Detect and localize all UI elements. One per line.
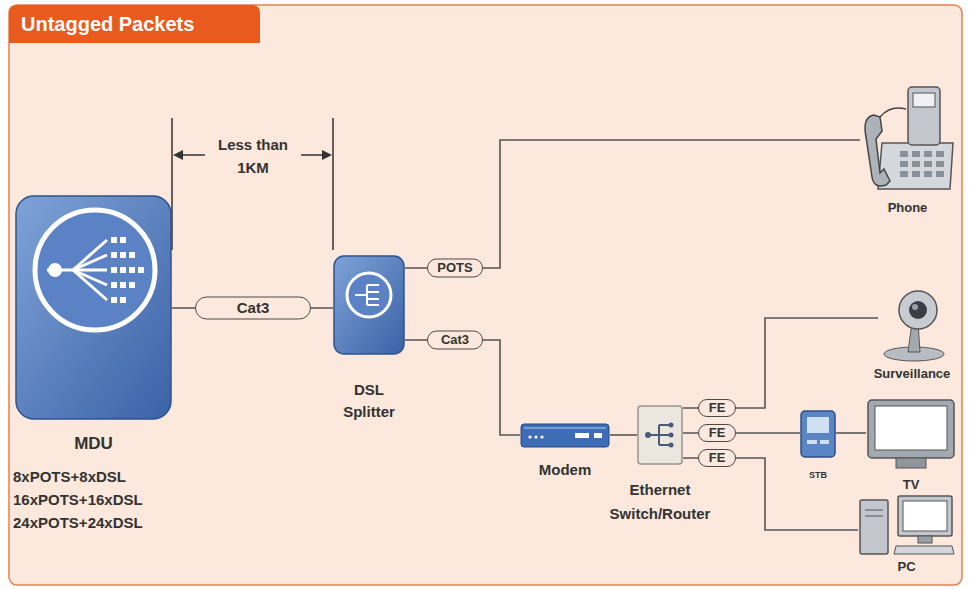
tv: TV [866,398,956,470]
node-label: TV [866,476,956,493]
cable-label: FE [698,424,736,442]
pc: PC [858,494,955,556]
node-label: PC [858,558,955,575]
cable-line [610,434,637,436]
phone: Phone [860,85,955,195]
tv-icon [866,398,956,470]
cable-label: FE [698,449,736,467]
ethernet-switch: Ethernet Switch/Router [637,405,683,465]
modem-icon [520,423,610,448]
title-text: Untagged Packets [9,5,260,43]
cable-label: Cat3 [427,331,483,350]
cable-line [683,318,878,408]
dsl-splitter: DSL Splitter [333,255,405,355]
set-top-box: STB [800,410,836,458]
set-top-box-icon [800,410,836,458]
surveillance-camera: Surveillance [878,286,948,362]
node-label: Modem [510,460,620,480]
capacity-list: 8xPOTS+8xDSL 16xPOTS+16xDSL 24xPOTS+24xD… [13,465,183,534]
node-label: Ethernet Switch/Router [602,478,718,526]
node-label: STB [796,470,840,481]
cable-label: Cat3 [195,297,311,320]
cable-label: POTS [427,259,483,278]
title-tab [9,5,260,43]
surveillance-camera-icon [878,286,948,362]
mdu-unit: MDU8xPOTS+8xDSL 16xPOTS+16xDSL 24xPOTS+2… [15,195,172,420]
node-label: Surveillance [863,365,961,382]
dsl-splitter-icon [333,255,405,355]
cable-line [836,432,866,434]
mdu-unit-icon [15,195,172,420]
pc-icon [858,494,955,556]
phone-icon [860,85,955,195]
cable-label: FE [698,399,736,417]
node-label: Phone [860,199,955,217]
dimension-bracket [172,118,333,250]
panel [9,5,962,585]
cable-line [405,340,520,435]
node-label: MDU [15,433,172,455]
modem: Modem [520,423,610,448]
dimension-label: Less than 1KM [213,133,293,179]
node-label: DSL Splitter [329,379,409,423]
cable-line [405,140,860,268]
ethernet-switch-icon [637,405,683,465]
